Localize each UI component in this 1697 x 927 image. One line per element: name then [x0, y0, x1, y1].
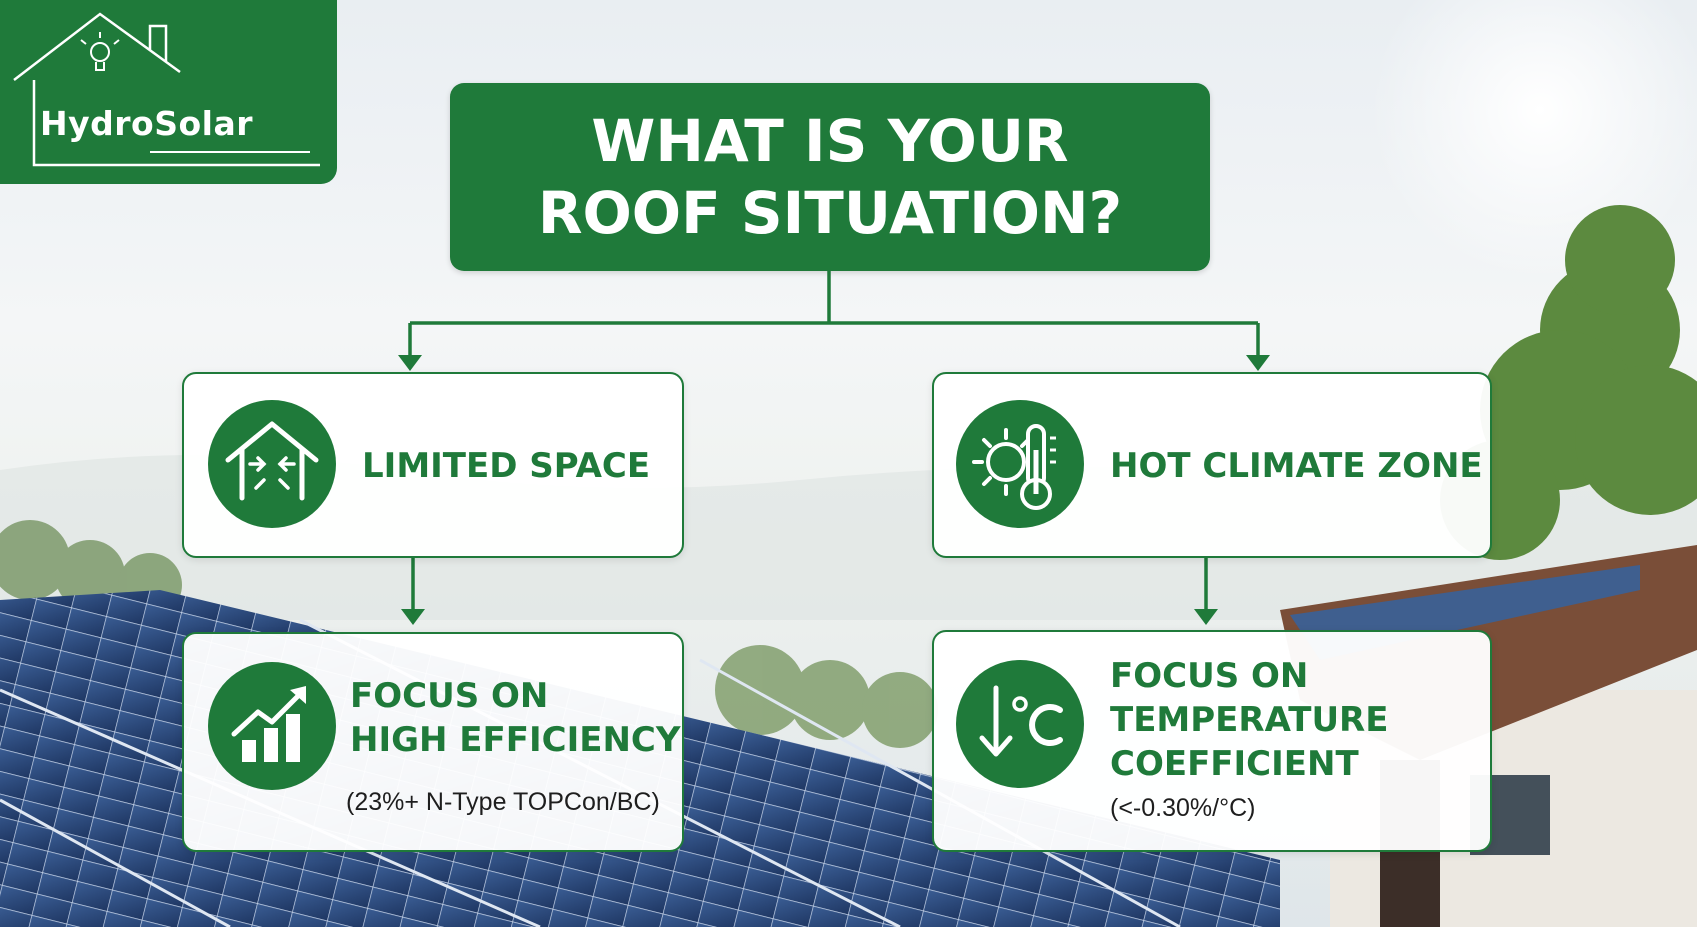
sun-thermometer-icon	[956, 400, 1084, 528]
condition-card-limited-space: LIMITED SPACE	[182, 372, 684, 558]
house-bulb-icon	[13, 12, 320, 167]
recommendation-label: FOCUS ON TEMPERATURE COEFFICIENT	[1110, 656, 1389, 784]
recommendation-card-temperature-coefficient: FOCUS ON TEMPERATURE COEFFICIENT (<-0.30…	[932, 630, 1492, 852]
arrowhead-left-recommendation	[401, 609, 425, 625]
condition-card-hot-climate: HOT CLIMATE ZONE	[932, 372, 1492, 558]
arrowhead-left-condition	[398, 355, 422, 371]
recommendation-note: (<-0.30%/°C)	[1110, 794, 1256, 822]
temperature-down-icon	[956, 660, 1084, 788]
hydrosolar-logo[interactable]: HydroSolar	[0, 0, 337, 184]
condition-label: LIMITED SPACE	[362, 446, 651, 486]
trees-left	[0, 520, 182, 617]
recommendation-label: FOCUS ON HIGH EFFICIENCY	[350, 676, 681, 760]
title-box: WHAT IS YOUR ROOF SITUATION?	[450, 83, 1210, 271]
recommendation-note: (23%+ N-Type TOPCon/BC)	[346, 788, 660, 816]
arrowhead-right-condition	[1246, 355, 1270, 371]
brand-name: HydroSolar	[40, 104, 253, 143]
arrowhead-right-recommendation	[1194, 609, 1218, 625]
house-compress-icon	[208, 400, 336, 528]
growth-chart-icon	[208, 662, 336, 790]
diagram-title: WHAT IS YOUR ROOF SITUATION?	[537, 107, 1123, 247]
recommendation-card-high-efficiency: FOCUS ON HIGH EFFICIENCY (23%+ N-Type TO…	[182, 632, 684, 852]
condition-label: HOT CLIMATE ZONE	[1110, 446, 1483, 486]
